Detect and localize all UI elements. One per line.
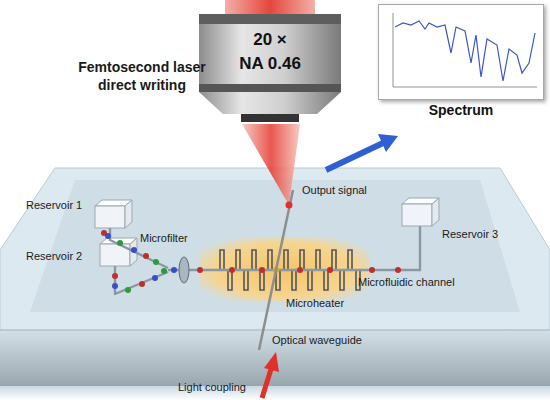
part-label: Reservoir 3 <box>442 228 498 241</box>
part-label: Microheater <box>286 297 344 310</box>
part-label: Reservoir 2 <box>26 250 82 263</box>
particle <box>139 281 145 287</box>
particle <box>297 267 303 273</box>
part-label: Microfilter <box>140 232 188 245</box>
particle <box>152 275 158 281</box>
particle <box>161 268 167 274</box>
particle <box>112 283 118 289</box>
lens-spec: 20 × <box>197 28 343 52</box>
signal-label: Output signal <box>302 184 367 197</box>
particle <box>105 233 111 239</box>
particle <box>125 287 131 293</box>
particle <box>229 267 235 273</box>
particle <box>369 267 375 273</box>
spectrum-plot: Spectrum <box>378 4 544 100</box>
part-label: Microfluidic channel <box>358 276 455 289</box>
particle <box>259 267 265 273</box>
particle <box>327 267 333 273</box>
particle <box>197 267 203 273</box>
particle <box>117 240 123 246</box>
particle <box>171 267 177 273</box>
part-label: Reservoir 1 <box>26 199 82 212</box>
lens-spec: NA 0.46 <box>197 52 343 76</box>
spectrum-graph <box>379 5 545 101</box>
objective-lens: 20 ×NA 0.46 <box>197 0 343 126</box>
particle <box>153 259 159 265</box>
particle <box>131 247 137 253</box>
particle <box>112 273 118 279</box>
process-title: Femtosecond laser direct writing <box>78 58 206 94</box>
particle <box>395 267 401 273</box>
part-label: Optical waveguide <box>272 334 362 347</box>
part-label: Light coupling <box>178 381 246 394</box>
plot-heading: Spectrum <box>379 102 543 118</box>
particle <box>143 253 149 259</box>
